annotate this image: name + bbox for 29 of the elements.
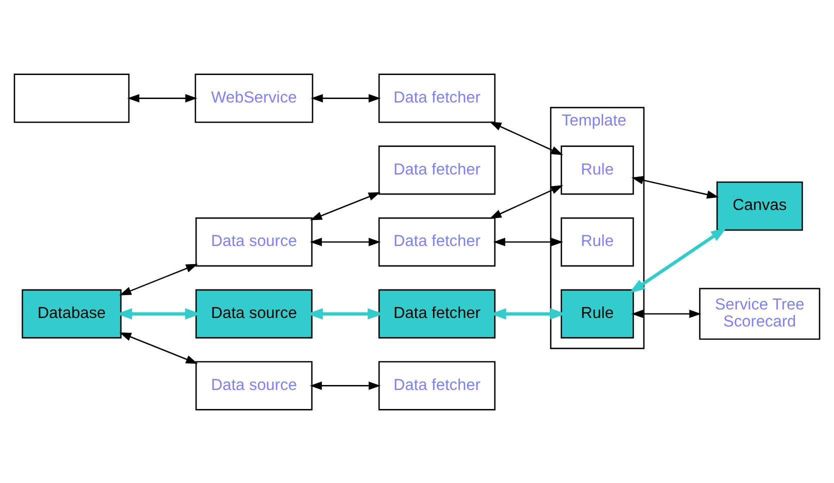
- arrow: [119, 332, 198, 364]
- node-box: Data fetcher: [378, 216, 496, 266]
- node-box: Database: [22, 288, 122, 338]
- node-box: Rule: [560, 288, 634, 338]
- node-box: Data fetcher: [378, 145, 496, 194]
- arrow: [310, 192, 381, 220]
- node-box: [14, 73, 130, 122]
- node-box: WebService: [194, 73, 314, 122]
- node-box: Data fetcher: [378, 360, 496, 410]
- node-box: Data source: [195, 288, 313, 338]
- arrow: [310, 94, 381, 102]
- node-box: Rule: [560, 216, 634, 266]
- arrow: [119, 263, 198, 295]
- arrow: [310, 237, 381, 246]
- node-box: Rule: [560, 145, 634, 194]
- arrow: [127, 94, 198, 102]
- node-box: Data source: [195, 360, 313, 410]
- node-box: Data fetcher: [378, 288, 496, 338]
- arrow: [631, 176, 719, 198]
- arrow: [631, 309, 702, 318]
- node-box: Data fetcher: [378, 73, 496, 122]
- node-box: Data source: [195, 216, 313, 266]
- arrow: [489, 184, 564, 218]
- node-box: Canvas: [716, 180, 803, 230]
- arrow: [493, 237, 564, 246]
- arrow: [489, 121, 564, 155]
- node-box: Service Tree Scorecard: [699, 287, 820, 340]
- arrow: [629, 226, 727, 293]
- arrow: [310, 381, 381, 390]
